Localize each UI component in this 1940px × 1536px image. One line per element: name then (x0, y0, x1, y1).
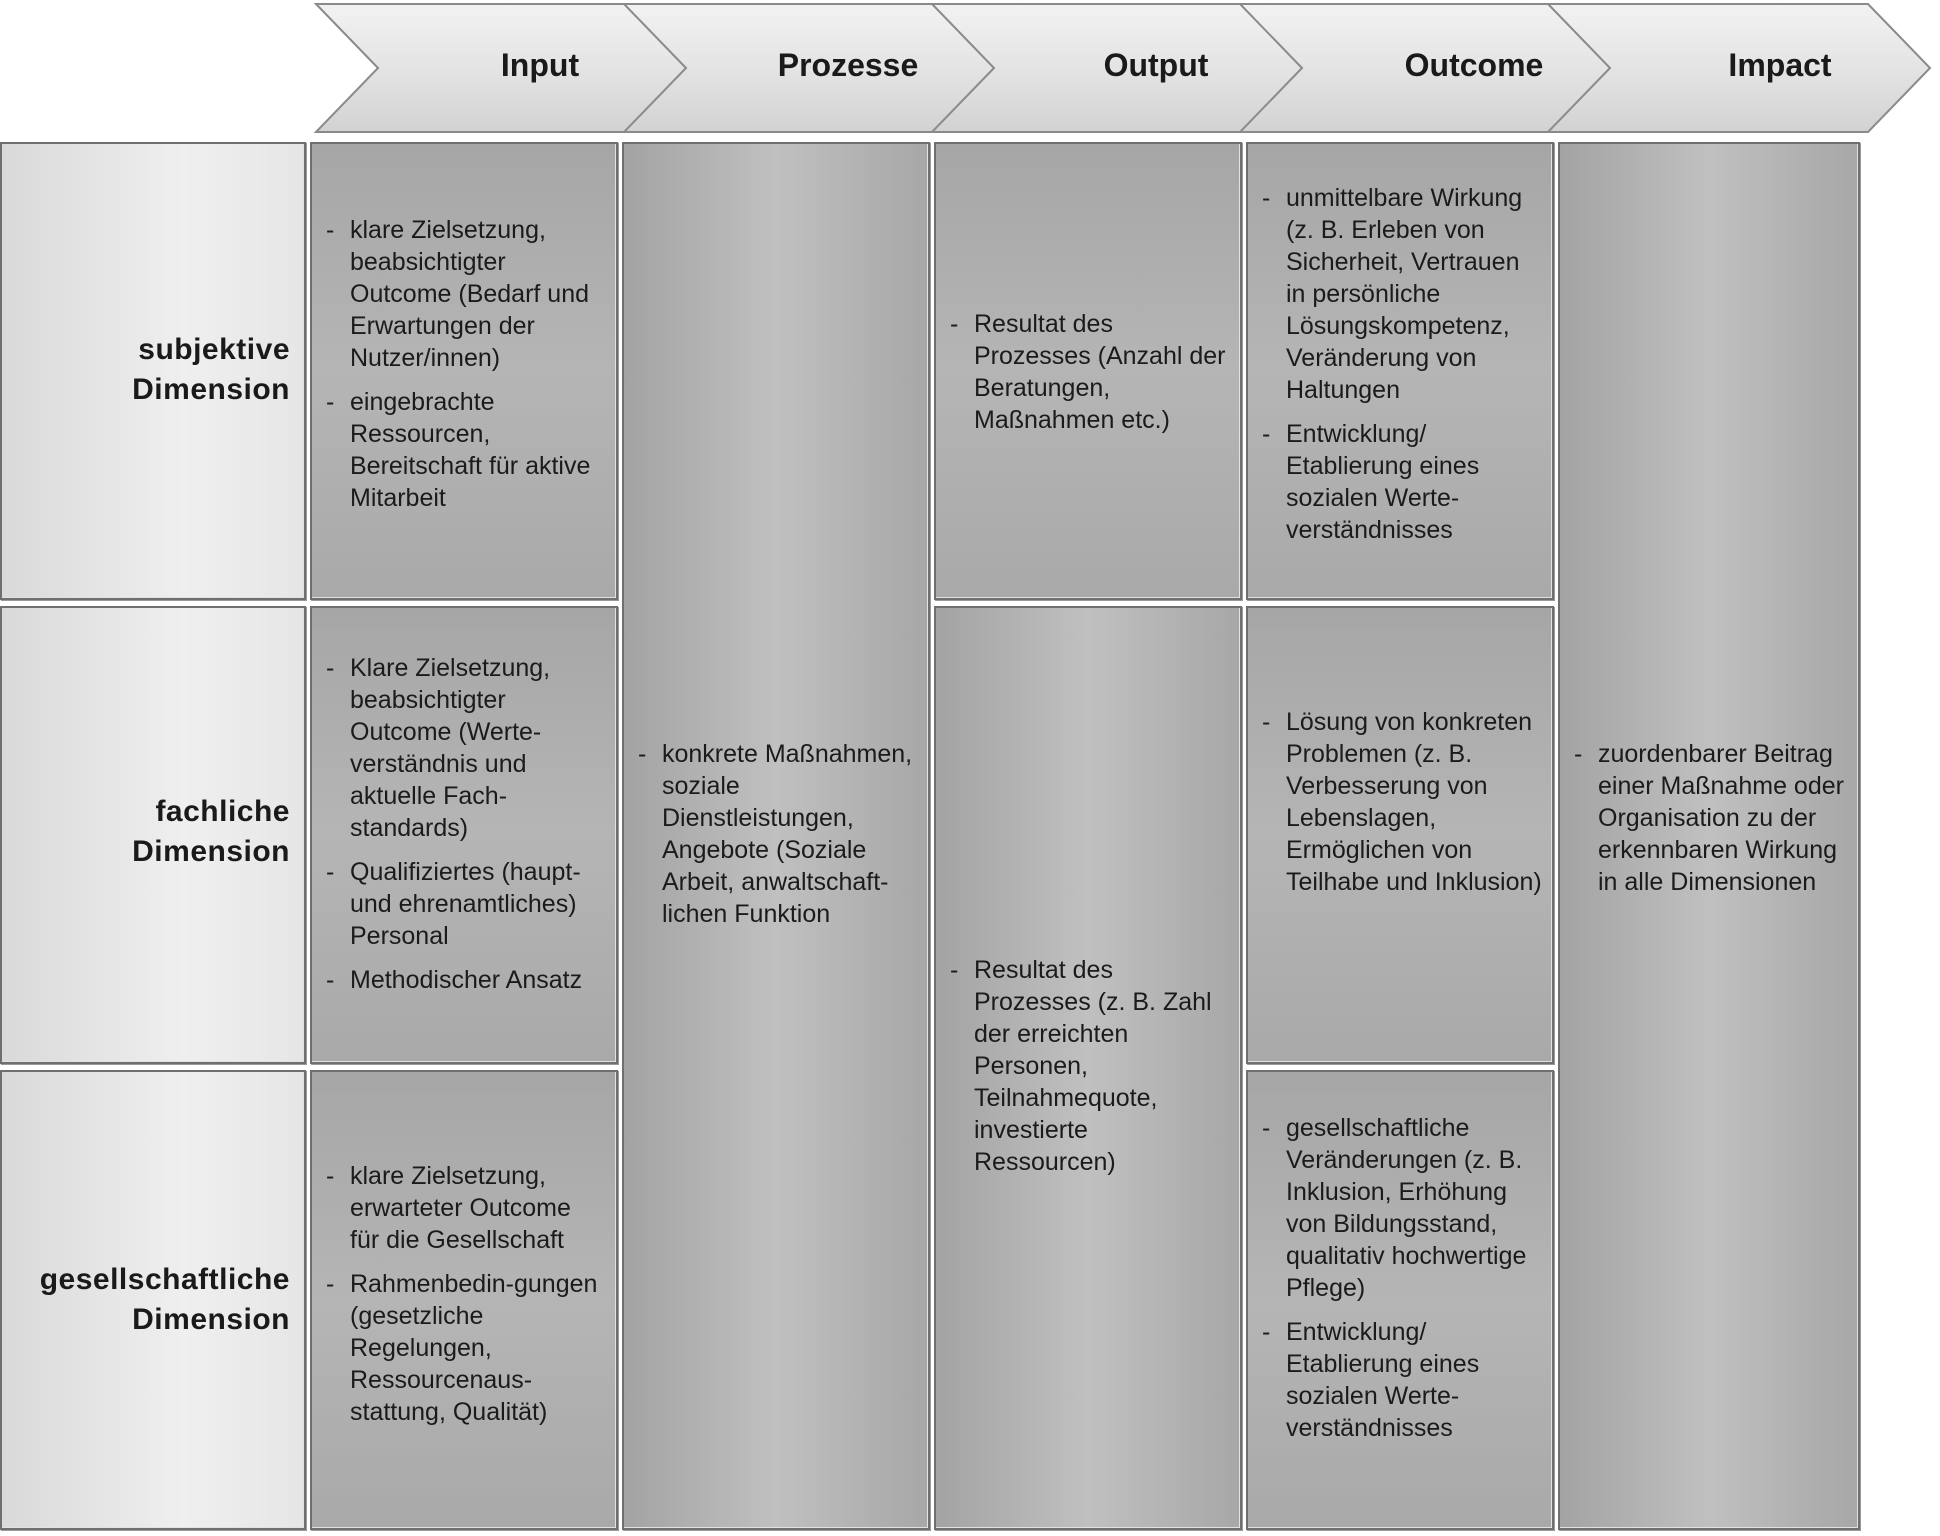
list-item: Rahmenbedin-gungen (gesetzliche Regelung… (326, 1268, 606, 1428)
list-item: Klare Zielsetzung, beabsichtigter Outcom… (326, 652, 606, 844)
input-gesellschaftlich-list: klare Zielsetzung, erwarteter Outcome fü… (326, 1160, 606, 1440)
stage-label-output: Output (1103, 47, 1209, 83)
list-item: gesellschaftliche Veränderungen (z. B. I… (1262, 1112, 1542, 1304)
row-header-fachlich: fachliche Dimension (0, 606, 306, 1064)
list-item: eingebrachte Ressourcen, Bereitschaft fü… (326, 386, 606, 514)
cell-outcome-subjektiv: unmittelbare Wirkung (z. B. Erleben von … (1246, 142, 1554, 600)
output-fach-gesell-list: Resultat des Prozesses (z. B. Zahl der e… (950, 954, 1230, 1190)
outcome-fachlich-list: Lösung von konkreten Problemen (z. B. Ve… (1262, 706, 1542, 910)
list-item: klare Zielsetzung, beabsichtigter Outcom… (326, 214, 606, 374)
list-item: konkrete Maßnahmen, soziale Dienstleistu… (638, 738, 918, 930)
row-header-subjektiv: subjektive Dimension (0, 142, 306, 600)
list-item: unmittelbare Wirkung (z. B. Erleben von … (1262, 182, 1542, 406)
cell-output-fach-gesell: Resultat des Prozesses (z. B. Zahl der e… (934, 606, 1242, 1530)
list-item: Lösung von konkreten Problemen (z. B. Ve… (1262, 706, 1542, 898)
cell-outcome-gesellschaftlich: gesellschaftliche Veränderungen (z. B. I… (1246, 1070, 1554, 1530)
row-label-fachlich: fachliche Dimension (132, 795, 290, 868)
list-item: Entwicklung/ Etablierung eines sozialen … (1262, 1316, 1542, 1444)
list-item: zuordenbarer Beitrag einer Maßnahme oder… (1574, 738, 1848, 898)
cell-prozesse: konkrete Maßnahmen, soziale Dienstleistu… (622, 142, 930, 1530)
row-label-gesellschaftlich: gesellschaftliche Dimension (39, 1263, 290, 1336)
row-label-subjektiv: subjektive Dimension (132, 333, 290, 406)
cell-input-fachlich: Klare Zielsetzung, beabsichtigter Outcom… (310, 606, 618, 1064)
list-item: Qualifiziertes (haupt- und ehrenamtliche… (326, 856, 606, 952)
input-subjektiv-list: klare Zielsetzung, beabsichtigter Outcom… (326, 214, 606, 526)
cell-input-subjektiv: klare Zielsetzung, beabsichtigter Outcom… (310, 142, 618, 600)
impact-list: zuordenbarer Beitrag einer Maßnahme oder… (1574, 738, 1848, 910)
list-item: Entwicklung/ Etablierung eines sozialen … (1262, 418, 1542, 546)
chevron-impact (1545, 3, 1932, 133)
cell-impact: zuordenbarer Beitrag einer Maßnahme oder… (1558, 142, 1860, 1530)
stage-label-input: Input (500, 47, 580, 83)
cell-output-subjektiv: Resultat des Prozesses (Anzahl der Berat… (934, 142, 1242, 600)
outcome-gesellschaftlich-list: gesellschaftliche Veränderungen (z. B. I… (1262, 1112, 1542, 1456)
stage-chevrons (313, 3, 1932, 133)
output-subjektiv-list: Resultat des Prozesses (Anzahl der Berat… (950, 308, 1230, 448)
stage-label-prozesse: Prozesse (777, 47, 919, 83)
prozesse-list: konkrete Maßnahmen, soziale Dienstleistu… (638, 738, 918, 942)
stage-label-impact: Impact (1728, 47, 1832, 83)
list-item: Resultat des Prozesses (z. B. Zahl der e… (950, 954, 1230, 1178)
list-item: klare Zielsetzung, erwarteter Outcome fü… (326, 1160, 606, 1256)
input-fachlich-list: Klare Zielsetzung, beabsichtigter Outcom… (326, 652, 606, 1008)
cell-input-gesellschaftlich: klare Zielsetzung, erwarteter Outcome fü… (310, 1070, 618, 1530)
list-item: Methodischer Ansatz (326, 964, 606, 996)
outcome-subjektiv-list: unmittelbare Wirkung (z. B. Erleben von … (1262, 182, 1542, 558)
row-header-gesellschaftlich: gesellschaftliche Dimension (0, 1070, 306, 1530)
list-item: Resultat des Prozesses (Anzahl der Berat… (950, 308, 1230, 436)
cell-outcome-fachlich: Lösung von konkreten Problemen (z. B. Ve… (1246, 606, 1554, 1064)
stage-label-outcome: Outcome (1404, 47, 1544, 83)
